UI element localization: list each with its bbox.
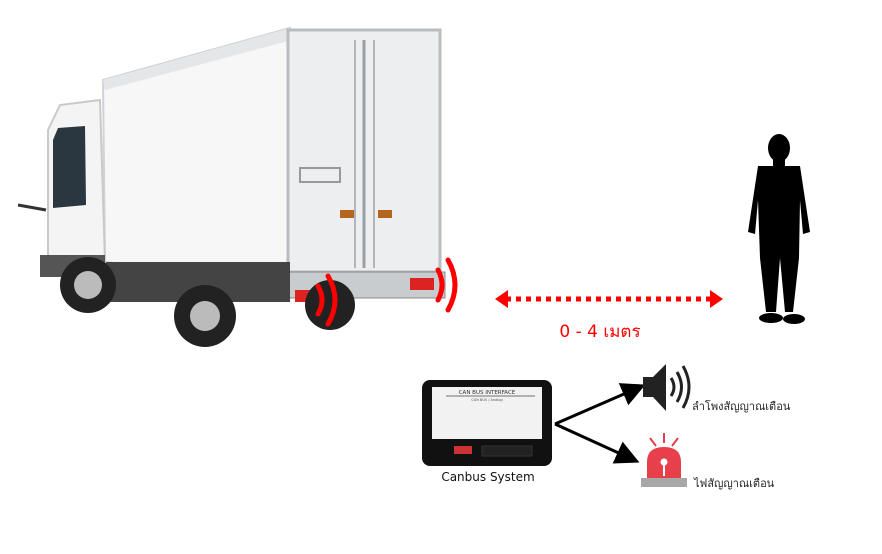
- arrow-to-beacon: [554, 422, 640, 464]
- device-title: CAN BUS INTERFACE: [459, 390, 516, 396]
- warning-beacon-icon: [641, 433, 687, 487]
- distance-arrow: [495, 290, 723, 308]
- sensor-wave-left-icon: [315, 273, 338, 327]
- beacon-label: ไฟสัญญาณเตือน: [693, 477, 775, 490]
- sensor-wave-right-icon: [435, 257, 458, 313]
- device-caption: Canbus System: [441, 470, 534, 484]
- canbus-device: CAN BUS INTERFACE CAN BUS / Analog: [422, 380, 552, 466]
- speaker-icon: [643, 364, 691, 411]
- distance-label: 0 - 4 เมตร: [559, 322, 640, 342]
- speaker-label: ลำโพงสัญญาณเตือน: [692, 399, 791, 413]
- truck: [17, 26, 446, 347]
- arrow-to-speaker: [554, 383, 646, 426]
- device-subtitle: CAN BUS / Analog: [471, 398, 502, 402]
- person-icon: [748, 134, 810, 324]
